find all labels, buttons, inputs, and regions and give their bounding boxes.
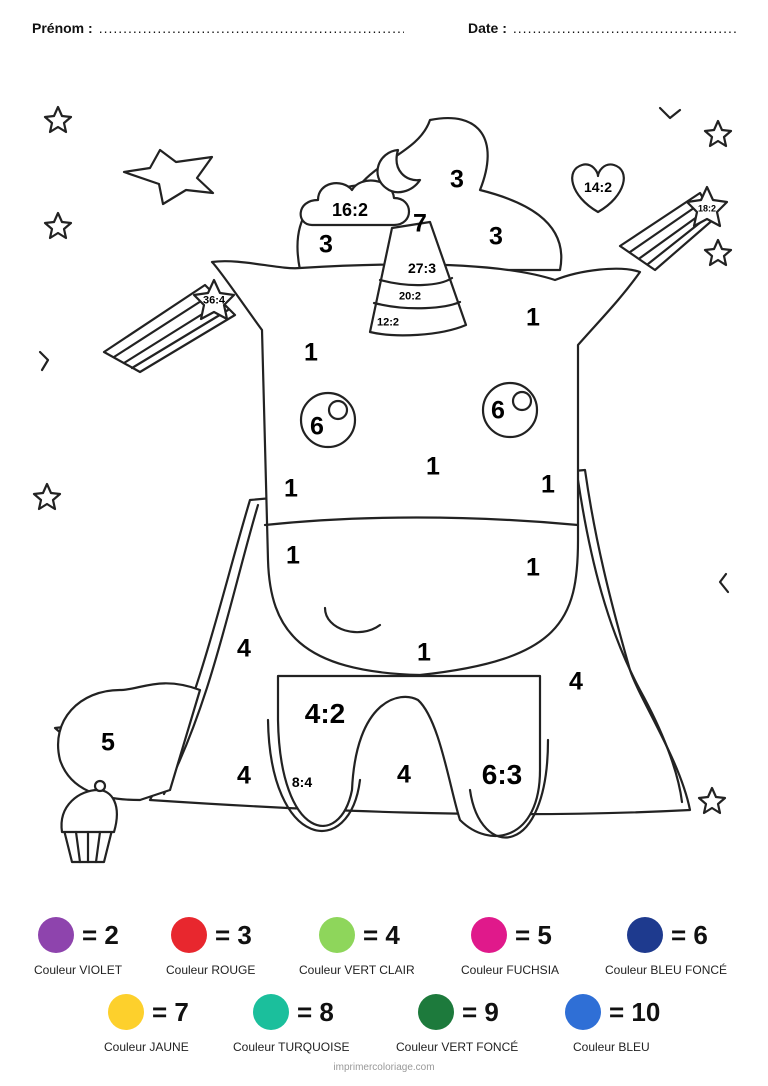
swatch-jaune xyxy=(108,994,144,1030)
legend-value: = 3 xyxy=(215,920,252,950)
big-star-outline xyxy=(122,148,215,206)
swatch-bleu-fonce xyxy=(627,917,663,953)
legend-color-name: Couleur FUCHSIA xyxy=(461,963,560,977)
label-face-5: 1 xyxy=(541,470,555,499)
label-face-4: 1 xyxy=(284,474,298,503)
swatch-violet xyxy=(38,917,74,953)
date-dotted-line: ........................................… xyxy=(512,20,736,36)
label-horn-1: 27:3 xyxy=(407,260,437,276)
label-horn-3: 12:2 xyxy=(376,316,400,329)
label-star-right: 18:2 xyxy=(697,203,717,214)
legend-item-bleu-fonce: = 6 Couleur BLEU FONCÉ xyxy=(605,917,755,987)
prenom-dotted-line: ........................................… xyxy=(98,20,404,36)
heart-outline xyxy=(571,163,625,214)
legend-item-turquoise: = 8 Couleur TURQUOISE xyxy=(233,994,383,1064)
legend-value: = 4 xyxy=(363,920,400,950)
label-face-7: 1 xyxy=(526,553,540,582)
label-face-8: 1 xyxy=(417,638,431,667)
label-leg-left: 8:4 xyxy=(291,774,313,790)
label-mane-1: 3 xyxy=(450,165,464,194)
legend-color-name: Couleur ROUGE xyxy=(166,963,256,977)
legend-value: = 2 xyxy=(82,920,119,950)
label-tail: 5 xyxy=(101,728,115,757)
label-body-2: 4 xyxy=(569,667,583,696)
date-label: Date : xyxy=(468,20,507,36)
label-eye-right: 6 xyxy=(491,396,505,425)
label-horn-top: 7 xyxy=(413,209,427,238)
legend-color-name: Couleur JAUNE xyxy=(104,1040,189,1054)
label-face-1: 1 xyxy=(304,338,318,367)
smile xyxy=(323,606,382,634)
swatch-bleu xyxy=(565,994,601,1030)
label-mane-2: 3 xyxy=(319,230,333,259)
label-belly: 4:2 xyxy=(304,698,346,729)
cloud-outline xyxy=(299,179,410,227)
legend-item-violet: = 2 Couleur VIOLET xyxy=(34,917,184,987)
swatch-vert-fonce xyxy=(418,994,454,1030)
head-outline xyxy=(210,260,642,677)
legend-value: = 5 xyxy=(515,920,552,950)
label-star-left: 36:4 xyxy=(202,294,226,307)
legend-item-jaune: = 7 Couleur JAUNE xyxy=(104,994,254,1064)
legend-color-name: Couleur TURQUOISE xyxy=(233,1040,350,1054)
swatch-vert-clair xyxy=(319,917,355,953)
label-mane-3: 3 xyxy=(489,222,503,251)
legend-value: = 10 xyxy=(609,997,661,1027)
legend-item-rouge: = 3 Couleur ROUGE xyxy=(166,917,316,987)
prenom-label: Prénom : xyxy=(32,20,93,36)
label-body-4: 4 xyxy=(397,760,411,789)
swatch-rouge xyxy=(171,917,207,953)
star-left-outline xyxy=(192,278,236,321)
legend-color-name: Couleur BLEU FONCÉ xyxy=(605,963,728,977)
label-body-3: 4 xyxy=(237,761,251,790)
prenom-field[interactable]: Prénom : ...............................… xyxy=(32,20,404,36)
label-face-3: 1 xyxy=(426,452,440,481)
legend-color-name: Couleur VERT FONCÉ xyxy=(396,1040,519,1054)
legend-color-name: Couleur VIOLET xyxy=(34,963,123,977)
label-face-6: 1 xyxy=(286,541,300,570)
legend-item-bleu: = 10 Couleur BLEU xyxy=(565,994,723,1064)
header: Prénom : ...............................… xyxy=(32,20,736,44)
footer-site: imprimercoloriage.com xyxy=(333,1062,435,1073)
legend-value: = 6 xyxy=(671,920,708,950)
label-eye-left: 6 xyxy=(310,412,324,441)
label-horn-2: 20:2 xyxy=(398,290,422,303)
legend-color-name: Couleur VERT CLAIR xyxy=(299,963,415,977)
legend-value: = 8 xyxy=(297,997,334,1027)
label-cloud: 16:2 xyxy=(331,200,369,220)
swatch-turquoise xyxy=(253,994,289,1030)
label-body-1: 4 xyxy=(237,634,251,663)
legend-item-vert-clair: = 4 Couleur VERT CLAIR xyxy=(299,917,449,987)
legend-value: = 7 xyxy=(152,997,189,1027)
legend-item-fuchsia: = 5 Couleur FUCHSIA xyxy=(461,917,611,987)
swatch-fuchsia xyxy=(471,917,507,953)
label-heart: 14:2 xyxy=(583,179,613,195)
label-face-2: 1 xyxy=(526,303,540,332)
legs-outline xyxy=(276,674,542,837)
star-right-outline xyxy=(685,185,729,228)
moon-outline xyxy=(376,148,422,194)
legend-color-name: Couleur BLEU xyxy=(573,1040,650,1054)
date-field[interactable]: Date : .................................… xyxy=(468,20,736,36)
legend-value: = 9 xyxy=(462,997,499,1027)
legend-item-vert-fonce: = 9 Couleur VERT FONCÉ xyxy=(396,994,546,1064)
label-leg-right: 6:3 xyxy=(481,759,523,790)
